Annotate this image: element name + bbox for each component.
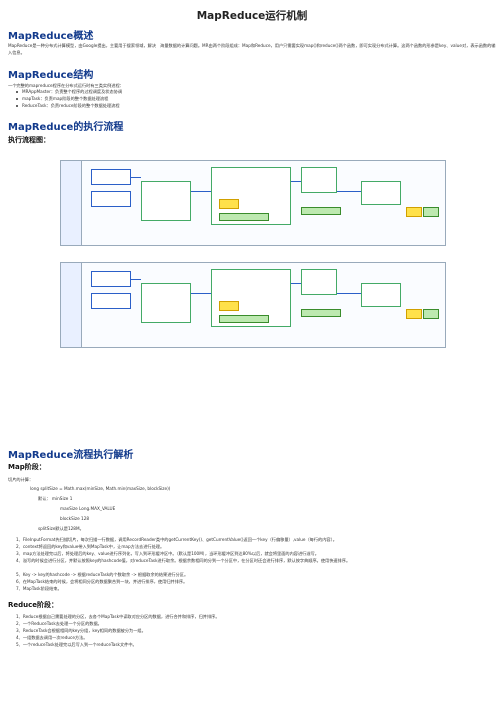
- diagram-box: [301, 269, 337, 295]
- structure-heading: MapReduce结构: [8, 70, 94, 81]
- list-item: MRAppMaster：负责整个程序的过程调度及状态协调: [16, 89, 494, 95]
- structure-intro: 一个完整的mapreduce程序在分布式运行时有三类实例进程：: [8, 83, 124, 88]
- diagram-box: [219, 315, 269, 323]
- reduce-heading: Reduce阶段：: [8, 601, 59, 609]
- flow-arrow: [291, 283, 301, 284]
- list-item: 2、context将返回的key和value带入到MapTask中，让map方法…: [16, 544, 165, 549]
- list-item: ReduceTask：负责reduce阶段的整个数据处理流程: [16, 103, 494, 109]
- list-item: 3、ReduceTask会根据相同的key分组，key相同的数据被分为一组。: [16, 628, 146, 633]
- diagram-box: [406, 207, 422, 217]
- list-item: 5、Key -> key的hashcode -> 根据reduceTask的个数…: [16, 572, 189, 577]
- split-label: 切片的计算：: [8, 477, 34, 482]
- diagram-box: [91, 293, 131, 309]
- overview-heading: MapReduce概述: [8, 31, 94, 42]
- flow-arrow: [131, 279, 141, 280]
- diagram-box: [219, 199, 239, 209]
- list-item: 5、一个reduceTask处理完以后写入到一个reduceTask文件中。: [16, 642, 137, 647]
- list-item: mapTask：负责map阶段的整个数据处理流程: [16, 96, 494, 102]
- diagram-box: [301, 309, 341, 317]
- code-line: splitSize默认是128M。: [38, 526, 84, 531]
- diagram-box: [301, 167, 337, 193]
- flow-arrow: [291, 181, 301, 182]
- diagram-box: [91, 191, 131, 207]
- diagram-box: [423, 309, 439, 319]
- list-item: 6、在MapTask结束的时候，会将相同分区的数据聚合到一块，并进行排序，使用归…: [16, 579, 188, 584]
- parse-heading: MapReduce流程执行解析: [8, 450, 134, 461]
- flow-heading: MapReduce的执行流程: [8, 122, 124, 133]
- diagram-box: [141, 283, 191, 323]
- list-item: 3、map方法处理完以后，将处理后的key、value进行序列化，写入到环形缓冲…: [16, 551, 319, 556]
- bullet-icon: [16, 98, 18, 100]
- diagram-box: [361, 181, 401, 205]
- list-item: 1、Reduce根据自己需要处理的分区，去各个MapTask中读取对应分区的数据…: [16, 614, 220, 619]
- flow-arrow: [337, 293, 361, 294]
- diagram-box: [301, 207, 341, 215]
- code-line: long splitSize = Math.max(minSize, Math.…: [30, 486, 171, 491]
- diagram-box: [361, 283, 401, 307]
- list-item: 4、一组数据去调用一次reduce方法。: [16, 635, 88, 640]
- code-line: 默认： minSize 1: [38, 496, 73, 501]
- flow-arrow: [191, 191, 211, 192]
- list-item: 4、溢写的时候会进行分区，并默认按照key的hashcode值，对reduceT…: [16, 558, 351, 563]
- flow-arrow: [191, 293, 211, 294]
- diagram-sidebar: [61, 161, 82, 245]
- bullet-icon: [16, 91, 18, 93]
- diagram-box: [406, 309, 422, 319]
- diagram-box: [219, 301, 239, 311]
- map-heading: Map阶段：: [8, 463, 46, 471]
- code-line: maxSize Long.MAX_VALUE: [60, 506, 116, 511]
- diagram-box: [91, 271, 131, 287]
- diagram-box: [91, 169, 131, 185]
- flow-diagram-1: [60, 160, 446, 246]
- list-item: 1、FileInputFormat先扫描切片，每次扫描一行数据，调用Record…: [16, 537, 337, 542]
- diagram-sidebar: [61, 263, 82, 347]
- diagram-box: [423, 207, 439, 217]
- flow-arrow: [337, 191, 361, 192]
- overview-paragraph: MapReduce是一种分布式计算模型，由Google提出，主要用于搜索领域，解…: [8, 43, 496, 55]
- page-title: MapReduce运行机制: [196, 10, 308, 22]
- flow-subheading: 执行流程图：: [8, 136, 50, 144]
- list-item: 2、一个ReduceTask去处理一个分区的数据。: [16, 621, 102, 626]
- bullet-icon: [16, 105, 18, 107]
- diagram-box: [141, 181, 191, 221]
- flow-arrow: [131, 177, 141, 178]
- diagram-box: [219, 213, 269, 221]
- flow-diagram-2: [60, 262, 446, 348]
- list-item: 7、MapTask阶段结束。: [16, 586, 62, 591]
- code-line: blockSize 128: [60, 516, 90, 521]
